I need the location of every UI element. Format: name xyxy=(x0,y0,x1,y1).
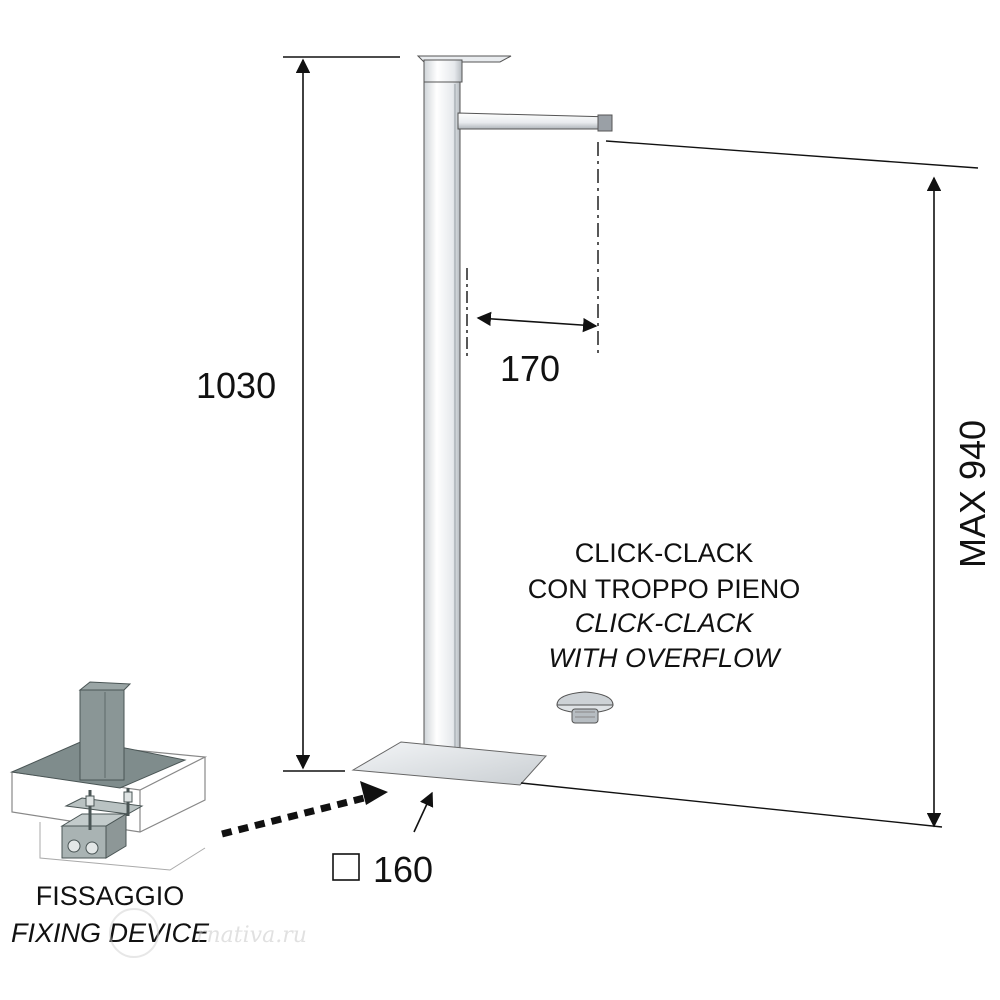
faucet-base-plate xyxy=(351,741,548,786)
watermark-text: rnativa.ru xyxy=(196,923,307,948)
note-line-1: CLICK-CLACK xyxy=(575,538,754,568)
max-height-label: MAX 940 xyxy=(952,420,993,568)
faucet-illustration xyxy=(351,55,613,786)
square-symbol xyxy=(332,853,360,881)
base-size-dimension: 160 xyxy=(332,791,434,890)
fixing-block xyxy=(61,825,107,859)
dotted-arrow-head xyxy=(360,781,388,805)
faucet-spout xyxy=(457,112,613,130)
click-clack-drain-icon xyxy=(556,691,614,724)
watermark: rnativa.ru xyxy=(109,908,307,958)
fixing-device-illustration xyxy=(9,681,208,871)
fixing-column xyxy=(79,689,125,781)
axis-lines xyxy=(466,142,599,356)
max-top-extension xyxy=(605,140,979,169)
base-leader xyxy=(413,791,434,833)
note-line-2: CON TROPPO PIENO xyxy=(528,574,801,604)
faucet-handle-block xyxy=(423,59,463,83)
height-label: 1030 xyxy=(196,365,276,406)
dotted-arrow-line xyxy=(221,792,373,838)
note-line-4: WITH OVERFLOW xyxy=(549,643,783,673)
max-height-dimension: MAX 940 xyxy=(520,140,993,828)
watermark-logo-icon xyxy=(109,908,159,958)
base-size-label: 160 xyxy=(373,849,433,890)
max-bottom-extension xyxy=(520,782,943,828)
projection-dimension: 170 xyxy=(476,311,598,389)
projection-label: 170 xyxy=(500,348,560,389)
projection-dimension-line xyxy=(476,311,598,333)
click-clack-note: CLICK-CLACK CON TROPPO PIENO CLICK-CLACK… xyxy=(528,538,801,673)
note-line-3: CLICK-CLACK xyxy=(575,608,755,638)
fixing-pointer-arrow xyxy=(221,781,388,838)
height-dimension: 1030 xyxy=(196,56,400,772)
fixing-label-it: FISSAGGIO xyxy=(36,881,185,911)
